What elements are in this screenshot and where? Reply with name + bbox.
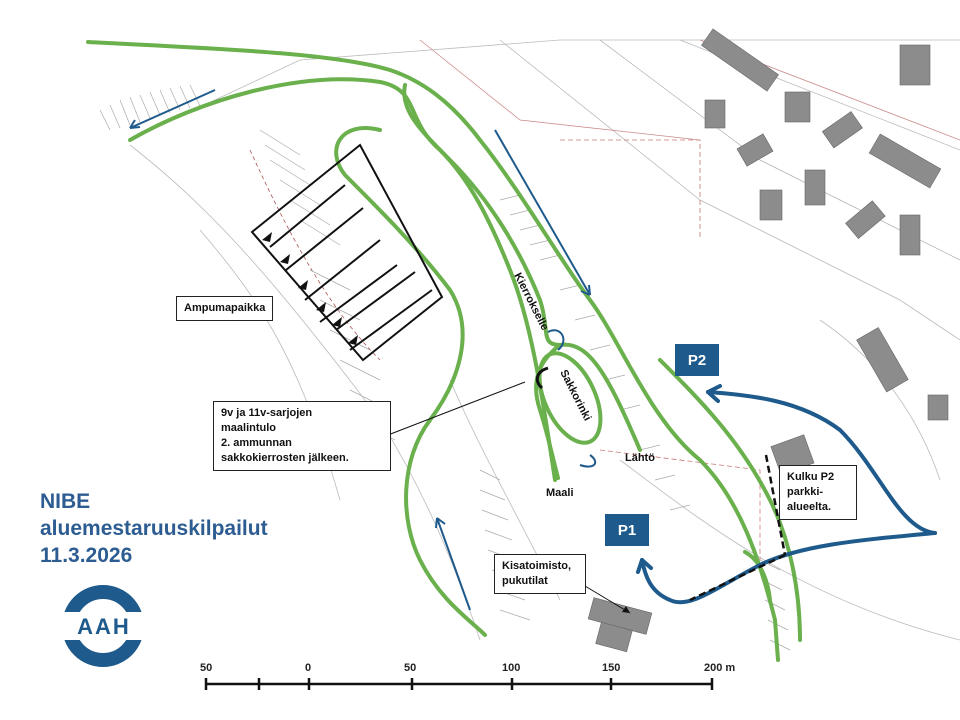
trail-top [86,40,780,662]
route-note-line: alueelta. [787,501,832,513]
scale-tick-label: 0 [305,662,312,674]
callout-line [387,381,526,436]
finish-note-line: sakkokierrosten jälkeen. [221,452,349,464]
parking-p2-badge: P2 [675,344,719,376]
ski-trails [86,40,802,662]
shooting-range-lanes [250,143,444,362]
finish-label: Maali [546,487,574,499]
buildings [587,28,949,653]
finish-note-line: 2. ammunnan [221,437,292,449]
start-label: Lähtö [625,452,655,464]
scale-tick-label: 50 [404,662,417,674]
direction-arrows [129,89,597,611]
finish-note-box: 9v ja 11v-sarjojen maalintulo 2. ammunna… [213,401,391,471]
office-line: Kisatoimisto, [502,560,572,572]
route-note-line: parkki- [787,486,824,498]
trail-east [658,358,802,642]
parking-p1-badge: P1 [605,514,649,546]
scale-tick-label: 150 [602,662,621,674]
svg-text:AAH: AAH [77,614,131,639]
finish-note-line: 9v ja 11v-sarjojen [221,407,313,419]
scale-tick-label: 50 [200,662,213,674]
trail-inner-loop [402,83,642,452]
title-line-1: NIBE [40,490,91,513]
base-map [129,39,960,641]
aah-logo: AAH [58,585,150,667]
scale-tick-label: 100 [502,662,521,674]
office-box: Kisatoimisto, pukutilat [494,554,586,594]
route-from-p2-box: Kulku P2 parkki- alueelta. [779,465,857,520]
title-line-2: aluemestaruuskilpailut [40,517,268,540]
walk-routes [689,454,787,602]
trail-west-loop [334,126,487,637]
shooting-range-label: Ampumapaikka [176,296,274,321]
event-date: 11.3.2026 [40,544,133,567]
black-turn-arrow [535,366,549,390]
shooting-arrows [262,232,358,345]
office-line: pukutilat [502,575,548,587]
finish-note-line: maalintulo [221,422,277,434]
scale-bar [204,678,714,690]
scale-tick-label: 200 m [704,662,736,674]
penalty-loop-ellipse [537,351,603,445]
event-title: NIBE aluemestaruuskilpailut 11.3.2026 [40,488,268,569]
route-note-line: Kulku P2 [787,471,835,483]
